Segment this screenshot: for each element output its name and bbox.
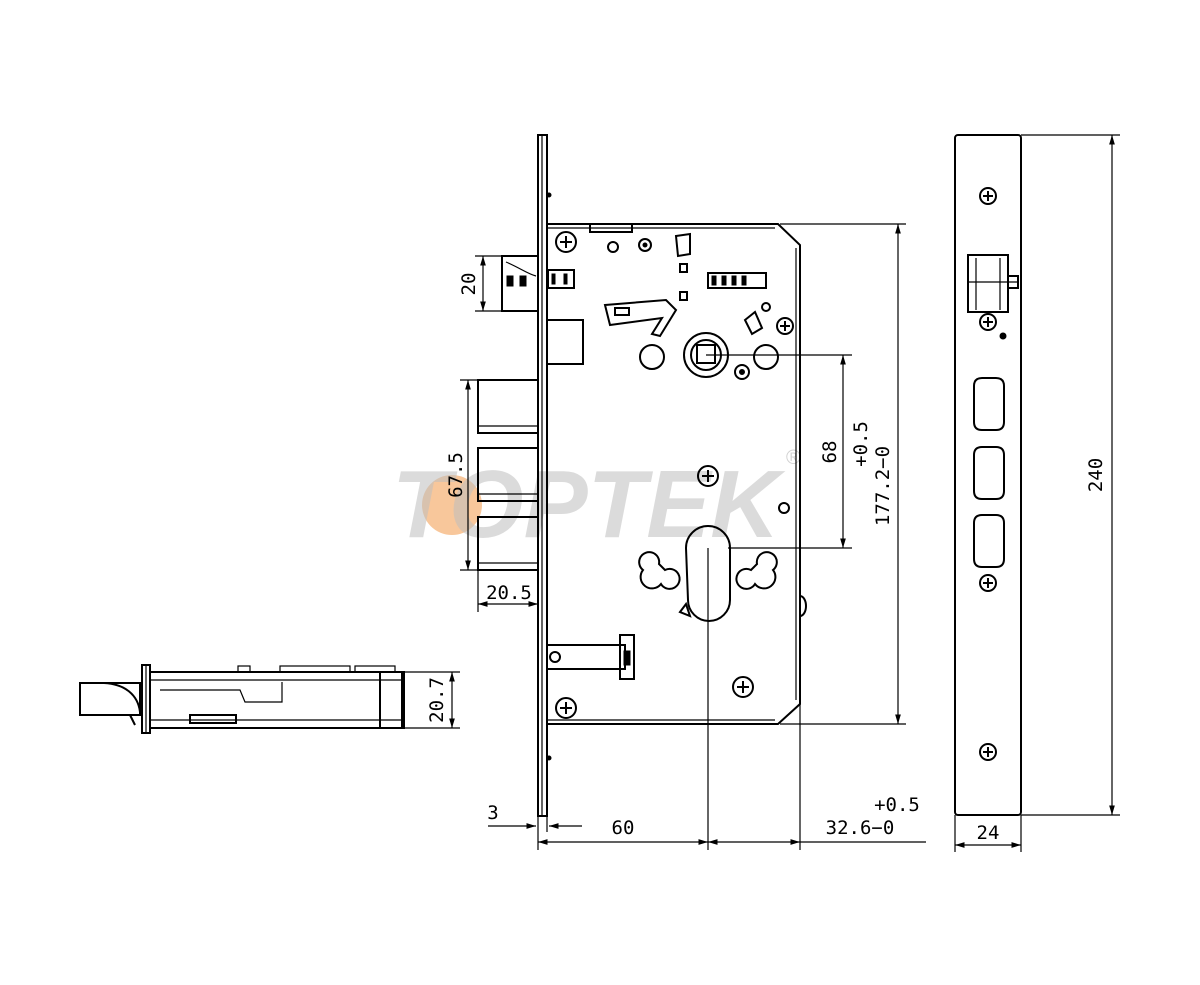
- case-screws: [555, 231, 794, 719]
- dim-bolt-span: 67.5: [445, 452, 467, 498]
- faceplate-front-view: [954, 134, 1022, 816]
- dim-cylinder-to-back-tolerance: +0.5: [874, 794, 920, 816]
- lock-case-outline: [547, 223, 801, 725]
- dim-cylinder-to-back: 32.6−0: [826, 817, 895, 839]
- cylinder-cutout: [684, 525, 731, 622]
- latch-bolt: [501, 255, 575, 312]
- dim-faceplate-thickness: 3: [487, 802, 498, 824]
- dim-bolt-projection: 20.5: [486, 582, 532, 604]
- dim-latch-height: 20: [458, 273, 480, 296]
- lock-body-front-view: [477, 134, 807, 817]
- dim-backset: 60: [612, 817, 635, 839]
- dimension-labels: 20 67.5 20.5 68 +0.5 177.2−0 240 24 3 60…: [426, 273, 1107, 844]
- dim-faceplate-width: 24: [977, 822, 1000, 844]
- dim-case-height-tolerance: +0.5: [850, 421, 872, 467]
- internal-mechanism: [546, 223, 807, 680]
- brand-watermark: TOPTEK ®: [392, 447, 801, 558]
- dim-faceplate-length: 240: [1085, 458, 1107, 492]
- lock-side-view: [79, 664, 405, 734]
- dim-case-depth: 20.7: [426, 677, 448, 723]
- deadbolt-throws: [477, 379, 539, 571]
- dim-follower-to-cylinder: 68: [819, 441, 841, 464]
- dim-case-height: 177.2−0: [872, 446, 894, 526]
- watermark-registered-mark: ®: [786, 447, 801, 469]
- watermark-text: TOPTEK: [392, 451, 786, 558]
- dimension-lines: [404, 134, 1120, 852]
